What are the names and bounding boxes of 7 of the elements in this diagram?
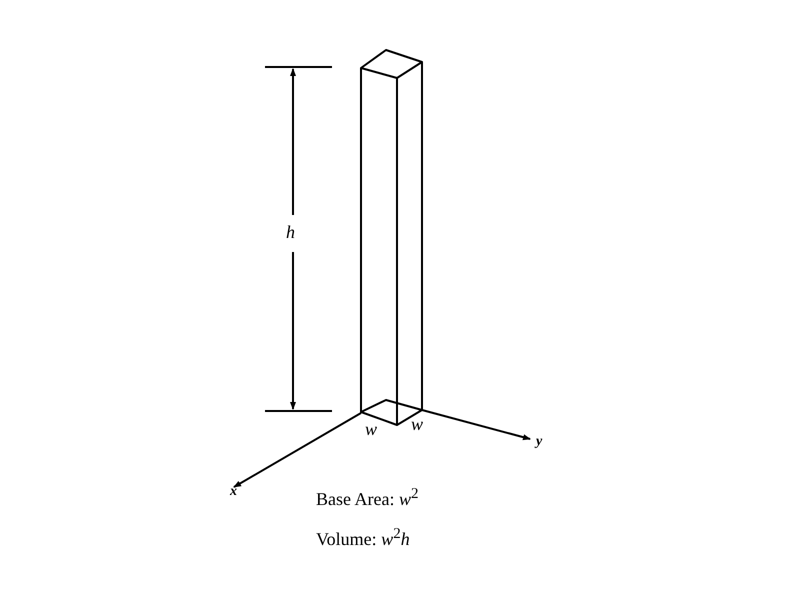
dimension-label: w xyxy=(365,419,378,439)
dimension-label: h xyxy=(286,222,295,242)
dimension-label: w xyxy=(411,414,424,434)
axis-label: x xyxy=(230,483,237,501)
formula-text: Base Area: w$^{2}$ xyxy=(316,485,418,509)
formula-text: Volume: w$^{2}$h xyxy=(316,525,410,549)
axis-label: y xyxy=(536,433,542,451)
